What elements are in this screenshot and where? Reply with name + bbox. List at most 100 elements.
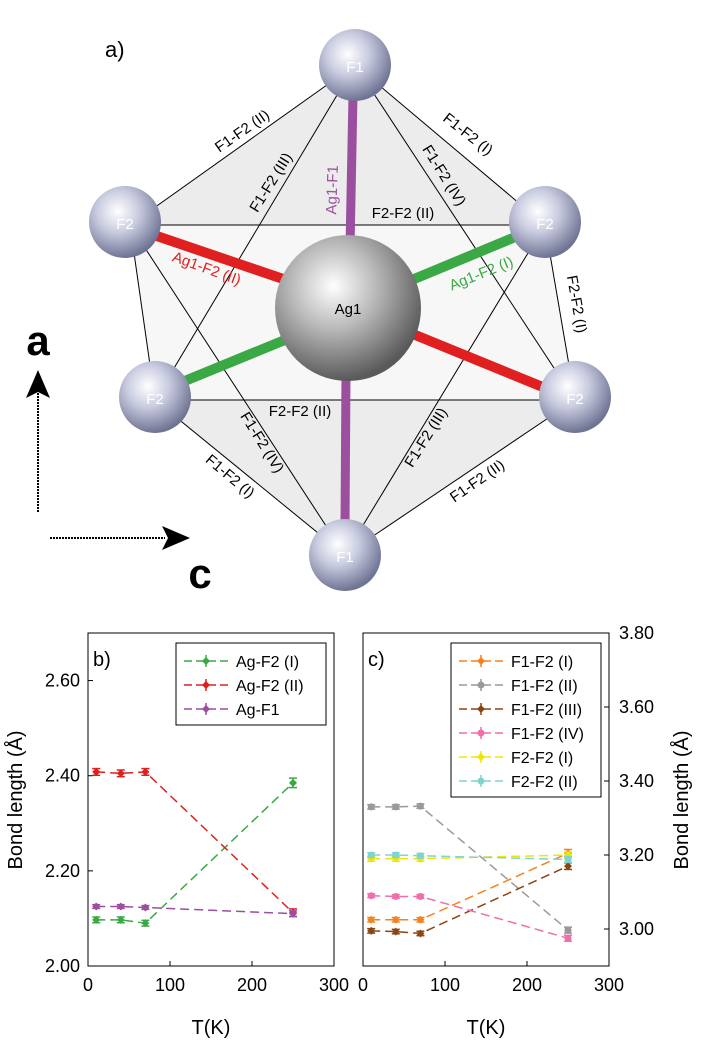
panel-b-ytick-label: 2.20 xyxy=(45,861,80,881)
panel-c-legend-label: F1-F2 (III) xyxy=(511,702,582,719)
panel-c-ytick-label: 3.60 xyxy=(619,697,654,717)
panel-c-data-point xyxy=(392,892,400,900)
panel-c-data-point xyxy=(564,926,572,934)
svg-text:F1: F1 xyxy=(336,549,354,566)
atom-f2-upper-right: F2 xyxy=(509,186,581,258)
panel-b-data-point xyxy=(141,919,150,928)
plot-frame-c xyxy=(362,632,610,967)
panel-c-data-point xyxy=(367,803,375,811)
y-axis-label-b: Bond length (Å) xyxy=(4,731,27,870)
panel-c-data-point xyxy=(391,915,400,924)
axis-indicator: a c xyxy=(26,317,212,597)
panel-c-data-point xyxy=(367,892,375,900)
panel-b-xtick-label: 100 xyxy=(155,975,185,995)
bond-ag1-f2-i-left xyxy=(170,330,302,390)
svg-text:F2: F2 xyxy=(146,391,164,408)
panel-b-legend-label: Ag-F1 xyxy=(236,702,280,719)
panel-c-data-point xyxy=(564,855,572,863)
panel-b-label: b) xyxy=(93,649,111,671)
axis-c-label: c xyxy=(188,550,211,597)
panel-c-data-point xyxy=(416,915,425,924)
panel-b-data-point xyxy=(116,902,125,911)
panel-b-data-point xyxy=(116,769,125,778)
atom-f2-lower-left: F2 xyxy=(119,361,191,433)
panel-c-legend-marker xyxy=(477,753,485,761)
panel-c-legend-marker xyxy=(477,729,485,737)
svg-text:F2: F2 xyxy=(116,216,134,233)
atom-f2-upper-left: F2 xyxy=(89,186,161,258)
panel-c-data-point xyxy=(564,934,572,942)
panel-c-data-point xyxy=(392,851,400,859)
svg-text:F1: F1 xyxy=(346,59,364,76)
panel-c-series-line xyxy=(371,805,569,931)
panel-b-series-line xyxy=(96,782,294,924)
bond-ag1-f1-bottom xyxy=(340,367,351,530)
panel-b-legend-marker xyxy=(202,705,210,713)
arrow-up-icon xyxy=(26,370,50,398)
axis-a-label: a xyxy=(26,317,50,364)
x-axis-label-c: T(K) xyxy=(467,1017,506,1039)
panel-c-ytick-label: 3.00 xyxy=(619,919,654,939)
panel-c-ytick-label: 3.20 xyxy=(619,845,654,865)
panel-c-series-line xyxy=(371,865,569,935)
panel-b-ytick-label: 2.00 xyxy=(45,956,80,976)
label-f2f2-ii-bottom: F2-F2 (II) xyxy=(269,403,332,420)
panel-c-legend-marker xyxy=(477,657,485,665)
bond-ag1-f2-i-right xyxy=(402,230,525,287)
panel-b-data-point xyxy=(289,909,297,918)
panel-c-xtick-label: 300 xyxy=(594,975,624,995)
arrow-right-icon xyxy=(162,526,190,550)
atom-f2-lower-right: F2 xyxy=(539,361,611,433)
panel-b-xtick-label: 300 xyxy=(319,975,349,995)
panel-b-legend-label: Ag-F2 (II) xyxy=(236,678,304,695)
panel-b-legend-marker xyxy=(202,657,210,665)
panel-c-data-point xyxy=(392,803,400,811)
svg-text:F2: F2 xyxy=(566,391,584,408)
panel-c-xtick-label: 0 xyxy=(358,975,368,995)
panel-c-data-point xyxy=(391,927,400,936)
bond-ag1-f2-ii-right xyxy=(398,325,555,395)
chart-panel-b: b) Bond length (Å) T(K) 0 100 200 300 2.00 2.… xyxy=(4,632,349,1039)
panel-b-legend-label: Ag-F2 (I) xyxy=(236,654,299,671)
panel-c-ytick-label: 3.80 xyxy=(619,623,654,643)
panel-b-ytick-label: 2.60 xyxy=(45,671,80,691)
bond-ag1-f2-ii-left xyxy=(143,228,297,287)
panel-c-series-line xyxy=(371,852,569,921)
panel-c-legend-label: F1-F2 (II) xyxy=(511,678,578,695)
atom-f1-top: F1 xyxy=(319,29,391,101)
panel-c-legend-marker xyxy=(477,681,485,689)
panel-c-data-point xyxy=(367,926,376,935)
panel-c-series-line xyxy=(371,854,569,861)
panel-c-series-line xyxy=(371,894,569,939)
panel-a-label: a) xyxy=(105,37,125,62)
x-axis-label-b: T(K) xyxy=(192,1017,231,1039)
crystal-structure-panel: a) Ag1 xyxy=(26,29,611,597)
panel-c-data-point xyxy=(416,892,424,900)
panel-c-legend-label: F1-F2 (IV) xyxy=(511,726,584,743)
label-f2f2-ii-top: F2-F2 (II) xyxy=(372,205,435,222)
panel-b-data-point xyxy=(289,778,297,787)
bond-ag1-f1-top xyxy=(345,90,358,253)
panel-c-xtick-label: 200 xyxy=(512,975,542,995)
panel-c-data-point xyxy=(367,915,376,924)
panel-c-data-point xyxy=(564,862,572,871)
atom-f1-bottom: F1 xyxy=(309,519,381,591)
panel-b-data-point xyxy=(92,767,101,776)
svg-text:Ag1: Ag1 xyxy=(335,301,362,318)
panel-b-data-point xyxy=(141,903,150,912)
panel-b-data-point xyxy=(141,767,150,776)
panel-c-data-point xyxy=(416,929,425,938)
y-axis-label-c: Bond length (Å) xyxy=(670,731,693,870)
panel-c-data-point xyxy=(416,802,424,810)
panel-c-series-line xyxy=(371,854,569,860)
label-ag1-f1: Ag1-F1 xyxy=(323,165,342,215)
panel-c-legend-label: F1-F2 (I) xyxy=(511,654,573,671)
panel-b-ytick-label: 2.40 xyxy=(45,766,80,786)
panel-b-xtick-label: 200 xyxy=(237,975,267,995)
panel-b-xtick-label: 0 xyxy=(83,975,93,995)
panel-c-label: c) xyxy=(368,649,385,671)
panel-b-data-point xyxy=(92,902,101,911)
panel-b-data-point xyxy=(116,915,125,924)
